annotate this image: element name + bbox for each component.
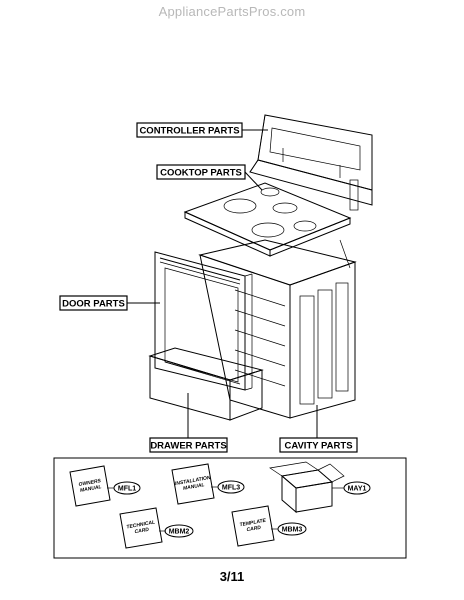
svg-text:CONTROLLER PARTS: CONTROLLER PARTS <box>139 126 239 137</box>
svg-text:CARD: CARD <box>134 527 150 535</box>
svg-text:MBM3: MBM3 <box>282 527 303 534</box>
mfl3-code-pill[interactable]: MFL3 <box>217 480 245 494</box>
svg-text:MFL3: MFL3 <box>222 485 240 492</box>
may1-code-pill[interactable]: MAY1 <box>343 481 371 495</box>
template-card: TEMPLATE CARD <box>231 505 275 547</box>
mbm2-code-pill[interactable]: MBM2 <box>164 524 194 538</box>
svg-text:MBM2: MBM2 <box>169 529 190 536</box>
literature-box <box>53 457 407 559</box>
mbm3-code-pill[interactable]: MBM3 <box>277 522 307 536</box>
svg-text:TEMPLATE: TEMPLATE <box>239 518 267 529</box>
svg-text:DOOR PARTS: DOOR PARTS <box>62 299 125 310</box>
svg-text:COOKTOP PARTS: COOKTOP PARTS <box>160 168 242 179</box>
svg-text:CAVITY PARTS: CAVITY PARTS <box>284 441 352 452</box>
mfl1-code-pill[interactable]: MFL1 <box>113 481 141 495</box>
cooktop-parts-label[interactable]: COOKTOP PARTS <box>156 164 246 180</box>
cooktop-leader-line <box>244 171 263 191</box>
cooktop-drawing <box>183 182 352 257</box>
svg-text:DRAWER PARTS: DRAWER PARTS <box>150 441 226 452</box>
svg-text:TECHNICAL: TECHNICAL <box>126 520 155 531</box>
svg-text:MANUAL: MANUAL <box>183 482 205 492</box>
svg-text:OWNERS: OWNERS <box>78 478 102 488</box>
installation-manual-card: INSTALLATION MANUAL <box>171 463 215 505</box>
controller-panel-drawing <box>249 114 373 211</box>
svg-text:MAY1: MAY1 <box>348 486 367 493</box>
door-parts-label[interactable]: DOOR PARTS <box>59 295 128 311</box>
svg-text:CARD: CARD <box>246 525 262 533</box>
page-number: 3/11 <box>219 569 245 584</box>
door-drawing <box>154 251 253 391</box>
technical-card: TECHNICAL CARD <box>119 507 163 549</box>
cavity-body-drawing <box>198 239 357 419</box>
controller-parts-label[interactable]: CONTROLLER PARTS <box>136 122 243 138</box>
drawer-parts-label[interactable]: DRAWER PARTS <box>149 437 228 453</box>
owners-manual-card: OWNERS MANUAL <box>69 465 111 507</box>
watermark-site-name: AppliancePartsPros.com <box>158 4 306 19</box>
drawer-drawing <box>148 347 264 421</box>
svg-text:MANUAL: MANUAL <box>80 484 102 494</box>
svg-text:MFL1: MFL1 <box>118 486 136 493</box>
cavity-parts-label[interactable]: CAVITY PARTS <box>279 437 358 453</box>
packaging-box-icon <box>269 461 345 514</box>
